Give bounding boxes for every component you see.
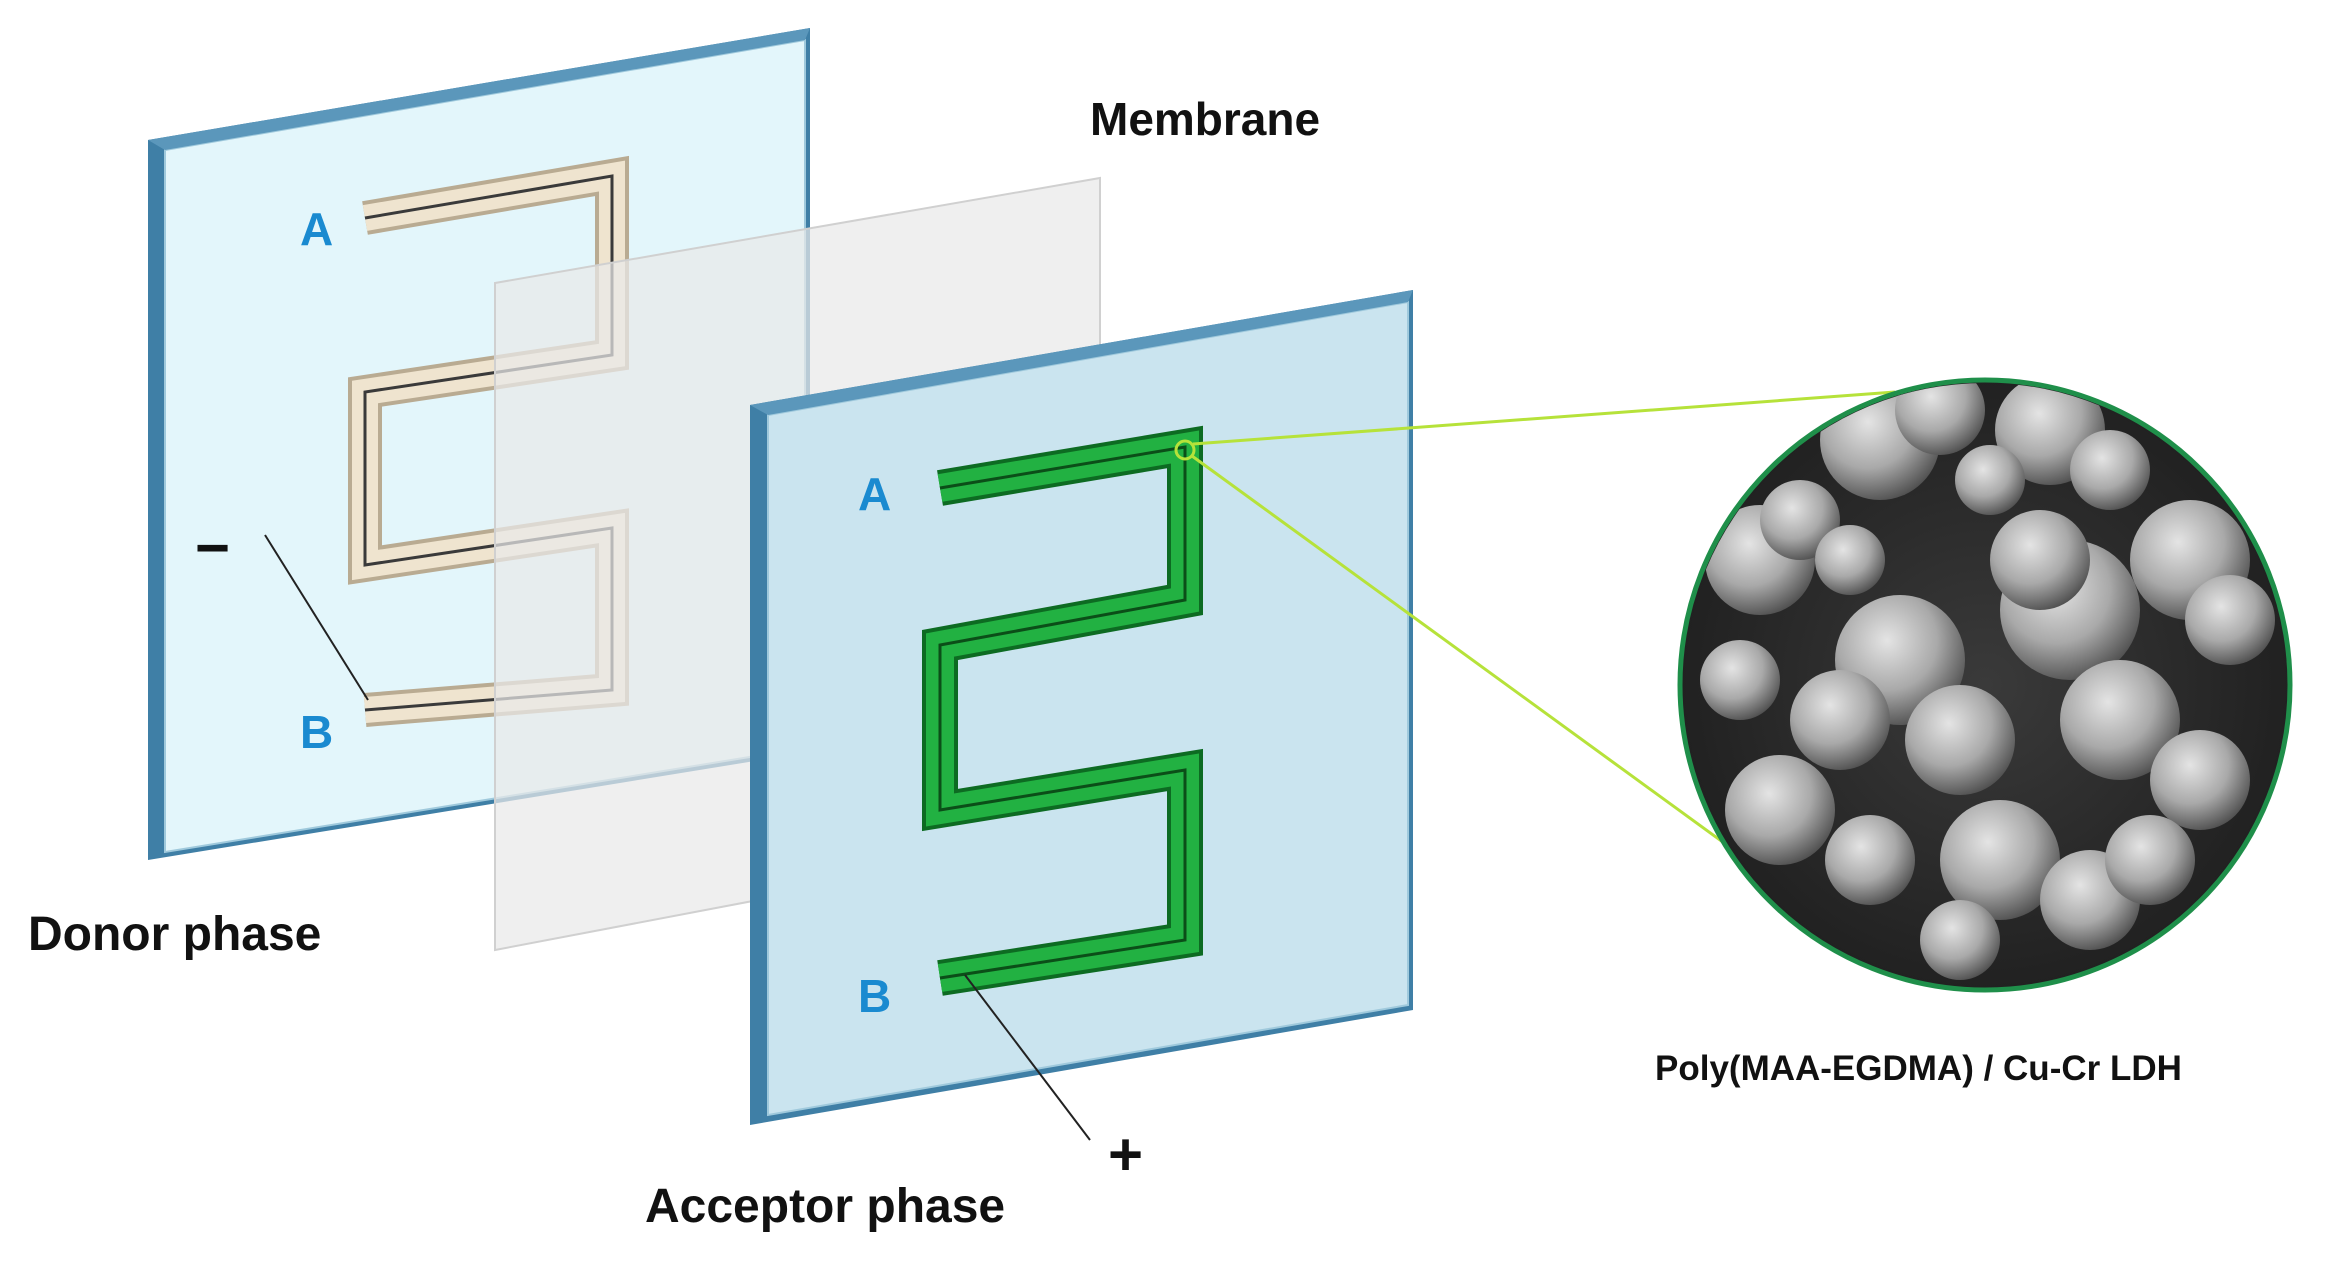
acceptor-outlet-b-label: B [858, 970, 891, 1022]
acceptor-phase-label: Acceptor phase [645, 1180, 1005, 1233]
acceptor-channel [922, 425, 1203, 996]
material-label: Poly(MAA-EGDMA) / Cu-Cr LDH [1655, 1049, 2182, 1088]
zoom-indicator [1174, 390, 1896, 882]
positive-electrode-label: + [1108, 1121, 1143, 1188]
negative-electrode-label: − [195, 514, 230, 581]
acceptor-inlet-a-label: A [858, 468, 891, 520]
donor-inlet-a-label: A [300, 203, 333, 255]
membrane-label: Membrane [1090, 93, 1320, 145]
donor-phase-label: Donor phase [28, 908, 321, 961]
acceptor-plate [750, 290, 1413, 1125]
donor-outlet-b-label: B [300, 706, 333, 758]
electrode-leads [264, 534, 1091, 1141]
sem-micrograph [1677, 377, 2293, 993]
